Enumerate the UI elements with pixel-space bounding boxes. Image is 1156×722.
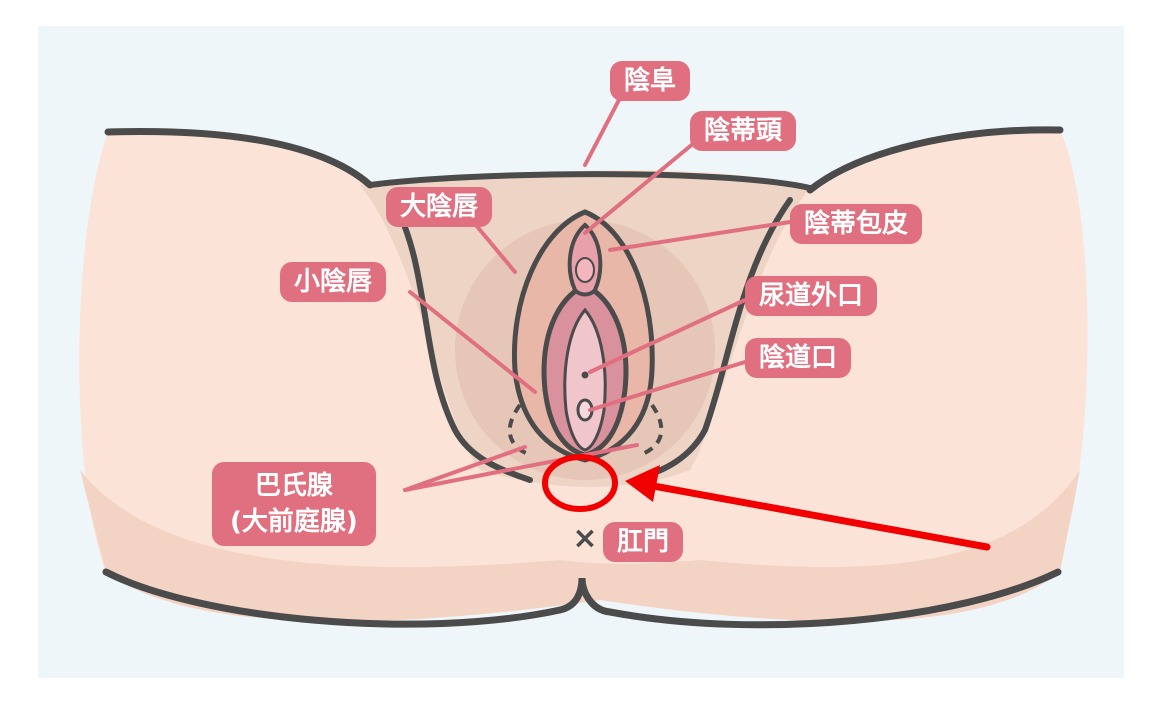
leader-bartholin-left [403, 445, 527, 492]
clitoris-glans-shape [575, 257, 595, 283]
top-outline-mid [367, 171, 813, 191]
leader-labia-majora [468, 216, 517, 274]
bartholin-gland-right [639, 403, 664, 457]
body-lower-shadow [80, 470, 1080, 622]
label-mons-pubis: 陰阜 [610, 61, 691, 101]
annotation-circle [542, 454, 618, 512]
label-bartholin-line1: 巴氏腺 [254, 471, 333, 501]
left-thigh-crease [392, 202, 533, 483]
label-bartholin-gland: 巴氏腺 (大前庭腺) [212, 462, 376, 546]
right-thigh-crease [637, 197, 793, 481]
bartholin-gland-left [507, 403, 531, 457]
label-bartholin-line2: (大前庭腺) [230, 507, 358, 537]
top-outline [104, 128, 374, 189]
bottom-outline [102, 568, 1062, 629]
leader-clitoral-hood [608, 220, 792, 252]
label-labia-minora: 小陰唇 [280, 262, 387, 302]
urethral-opening-dot [581, 371, 589, 379]
label-clitoral-hood: 陰蒂包皮 [790, 204, 923, 244]
anus-marker: × [572, 521, 597, 556]
leader-clitoris-glans [583, 136, 702, 235]
leader-bartholin-right [403, 443, 639, 492]
leader-vaginal-opening [588, 360, 747, 412]
label-labia-majora: 大陰唇 [386, 187, 493, 227]
leader-mons-pubis [583, 96, 622, 167]
top-outline-right [806, 126, 1064, 194]
annotation-arrow-shaft [644, 481, 991, 551]
label-urethral-opening: 尿道外口 [745, 276, 878, 316]
leader-labia-minora [408, 290, 537, 394]
leader-urethral-opening [588, 298, 747, 374]
label-anus: 肛門 [603, 522, 684, 562]
label-clitoris-glans: 陰蒂頭 [690, 111, 797, 151]
label-vaginal-opening: 陰道口 [745, 338, 852, 378]
annotation-arrow-head [625, 465, 660, 502]
